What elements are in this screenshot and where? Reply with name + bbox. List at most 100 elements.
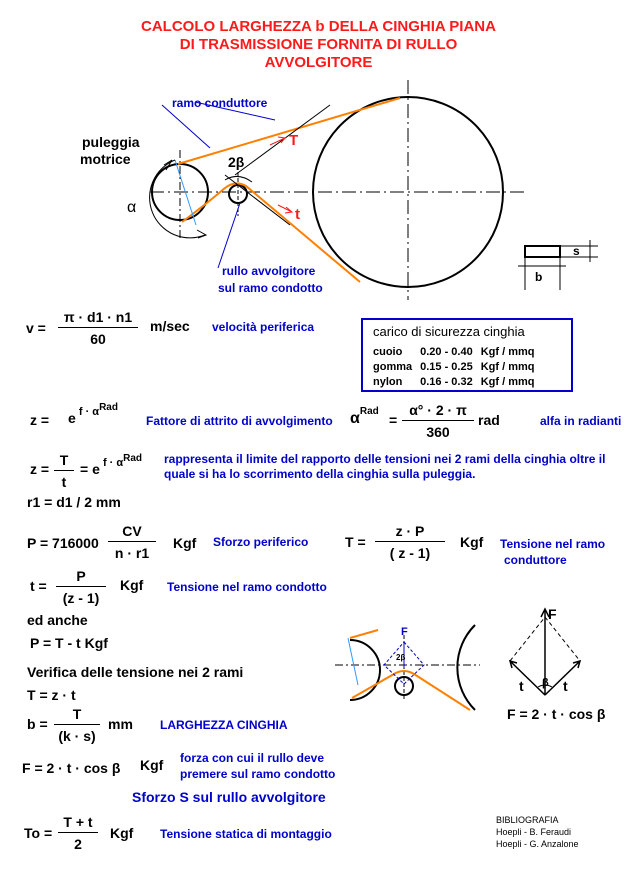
z2-fraction: T t bbox=[54, 452, 74, 490]
b-lhs: b = bbox=[27, 716, 48, 732]
bib-line-2: Hoepli - G. Anzalone bbox=[496, 839, 579, 849]
T-desc-1: Tensione nel ramo bbox=[500, 537, 606, 551]
F-unit: Kgf bbox=[140, 757, 164, 773]
z2-num: T bbox=[54, 452, 74, 471]
z1-lhs: z = bbox=[30, 412, 50, 428]
parallelogram-F-eq: F = 2 · t · cos β bbox=[507, 706, 606, 722]
sforzo-heading: Sforzo S sul rullo avvolgitore bbox=[132, 789, 326, 805]
z2-rad: Rad bbox=[123, 453, 143, 464]
alpha-unit: rad bbox=[478, 412, 500, 428]
v-lhs: v = bbox=[26, 320, 46, 336]
alpha-eq: = bbox=[389, 412, 398, 428]
T-fraction: z · P ( z - 1) bbox=[375, 523, 445, 561]
P-desc: Sforzo periferico bbox=[213, 535, 309, 549]
T-unit: Kgf bbox=[460, 534, 484, 550]
z1-exp: e f · αRad bbox=[68, 402, 118, 426]
material: nylon bbox=[373, 376, 403, 388]
label-rullo-1: rullo avvolgitore bbox=[222, 264, 316, 278]
unit: Kgf / mmq bbox=[480, 361, 535, 373]
z1-base: e bbox=[68, 410, 76, 426]
label-b: b bbox=[535, 270, 543, 284]
safety-box-title: carico di sicurezza cinghia bbox=[373, 324, 525, 339]
label-ramo-conduttore: ramo conduttore bbox=[172, 96, 268, 110]
range: 0.16 - 0.32 bbox=[420, 376, 473, 388]
T-num: z · P bbox=[375, 523, 445, 542]
bib-line-1: Hoepli - B. Feraudi bbox=[496, 827, 572, 837]
label-T-tension: T bbox=[289, 132, 299, 149]
T-z-t-formula: T = z · t bbox=[27, 687, 76, 703]
label-alpha: α bbox=[127, 199, 137, 216]
v-fraction: π · d1 · n1 60 bbox=[58, 309, 138, 347]
title-line-2: DI TRASMISSIONE FORNITA DI RULLO bbox=[179, 36, 458, 53]
F-desc-1: forza con cui il rullo deve bbox=[180, 751, 325, 765]
force-parallelogram bbox=[508, 607, 582, 696]
title-line-1: CALCOLO LARGHEZZA b DELLA CINGHIA PIANA bbox=[141, 18, 496, 35]
z1-rad: Rad bbox=[99, 402, 118, 413]
z2-base: e bbox=[92, 461, 100, 477]
ed-anche: ed anche bbox=[27, 612, 88, 628]
b-desc: LARGHEZZA CINGHIA bbox=[160, 718, 288, 732]
T-lhs: T = bbox=[345, 534, 366, 550]
b-den: (k · s) bbox=[58, 728, 96, 744]
title-line-3: AVVOLGITORE bbox=[264, 54, 373, 71]
P2-formula: P = T - t Kgf bbox=[30, 635, 108, 651]
t-den: (z - 1) bbox=[62, 590, 100, 606]
alpha-rad-lhs: αRad bbox=[350, 406, 379, 428]
To-unit: Kgf bbox=[110, 825, 134, 841]
b-num: T bbox=[54, 706, 100, 725]
t-unit: Kgf bbox=[120, 577, 144, 593]
label-two-beta: 2β bbox=[228, 154, 245, 170]
P-fraction: CV n · r1 bbox=[108, 523, 156, 561]
v-den: 60 bbox=[90, 331, 106, 347]
To-desc: Tensione statica di montaggio bbox=[160, 827, 332, 841]
T-desc-2: conduttore bbox=[504, 553, 567, 567]
small-two-beta-label: 2β bbox=[396, 653, 406, 662]
P-num: CV bbox=[108, 523, 156, 542]
T-den: ( z - 1) bbox=[389, 545, 431, 561]
material: cuoio bbox=[373, 346, 403, 358]
r1-formula: r1 = d1 / 2 mm bbox=[27, 494, 121, 510]
belt-tight-side bbox=[177, 97, 401, 165]
label-t-tension: t bbox=[295, 206, 300, 223]
z2-lhs: z = bbox=[30, 461, 50, 477]
b-unit: mm bbox=[108, 716, 133, 732]
t-desc: Tensione nel ramo condotto bbox=[167, 580, 327, 594]
t-lhs: t = bbox=[30, 578, 47, 594]
To-lhs: To = bbox=[24, 825, 53, 841]
parallelogram-F: F bbox=[548, 606, 557, 622]
z1-desc: Fattore di attrito di avvolgimento bbox=[146, 414, 333, 428]
v-unit: m/sec bbox=[150, 318, 190, 334]
range: 0.15 - 0.25 bbox=[420, 361, 473, 373]
b-fraction: T (k · s) bbox=[54, 706, 100, 744]
To-den: 2 bbox=[74, 836, 82, 852]
alpha-desc: alfa in radianti bbox=[540, 414, 622, 428]
label-s: s bbox=[573, 244, 580, 258]
To-num: T + t bbox=[58, 814, 98, 833]
z2-den: t bbox=[61, 474, 67, 490]
t-num: P bbox=[56, 568, 106, 587]
bib-title: BIBLIOGRAFIA bbox=[496, 815, 559, 825]
belt-diagram bbox=[149, 80, 598, 300]
To-fraction: T + t 2 bbox=[58, 814, 98, 852]
safety-row: cuoio 0.20 - 0.40 Kgf / mmq bbox=[369, 345, 539, 360]
alpha-rad-sup: Rad bbox=[359, 406, 379, 417]
v-desc: velocità periferica bbox=[212, 320, 315, 334]
alpha-fraction: α° · 2 · π 360 bbox=[402, 402, 474, 440]
v-num: π · d1 · n1 bbox=[58, 309, 138, 328]
verifica-heading: Verifica delle tensione nei 2 rami bbox=[27, 664, 244, 680]
small-F-label: F bbox=[401, 626, 408, 638]
label-motrice: motrice bbox=[80, 151, 131, 167]
P-unit: Kgf bbox=[173, 535, 197, 551]
alpha-den: 360 bbox=[426, 424, 450, 440]
F-desc-2: premere sul ramo condotto bbox=[180, 767, 336, 781]
range: 0.20 - 0.40 bbox=[420, 346, 473, 358]
alpha-num: α° · 2 · π bbox=[402, 402, 474, 421]
z2-exp: = e f · αRad bbox=[80, 453, 142, 477]
belt-section bbox=[524, 245, 561, 258]
parallelogram-t-left: t bbox=[519, 678, 524, 694]
unit: Kgf / mmq bbox=[480, 346, 535, 358]
F-formula: F = 2 · t · cos β bbox=[22, 760, 121, 776]
